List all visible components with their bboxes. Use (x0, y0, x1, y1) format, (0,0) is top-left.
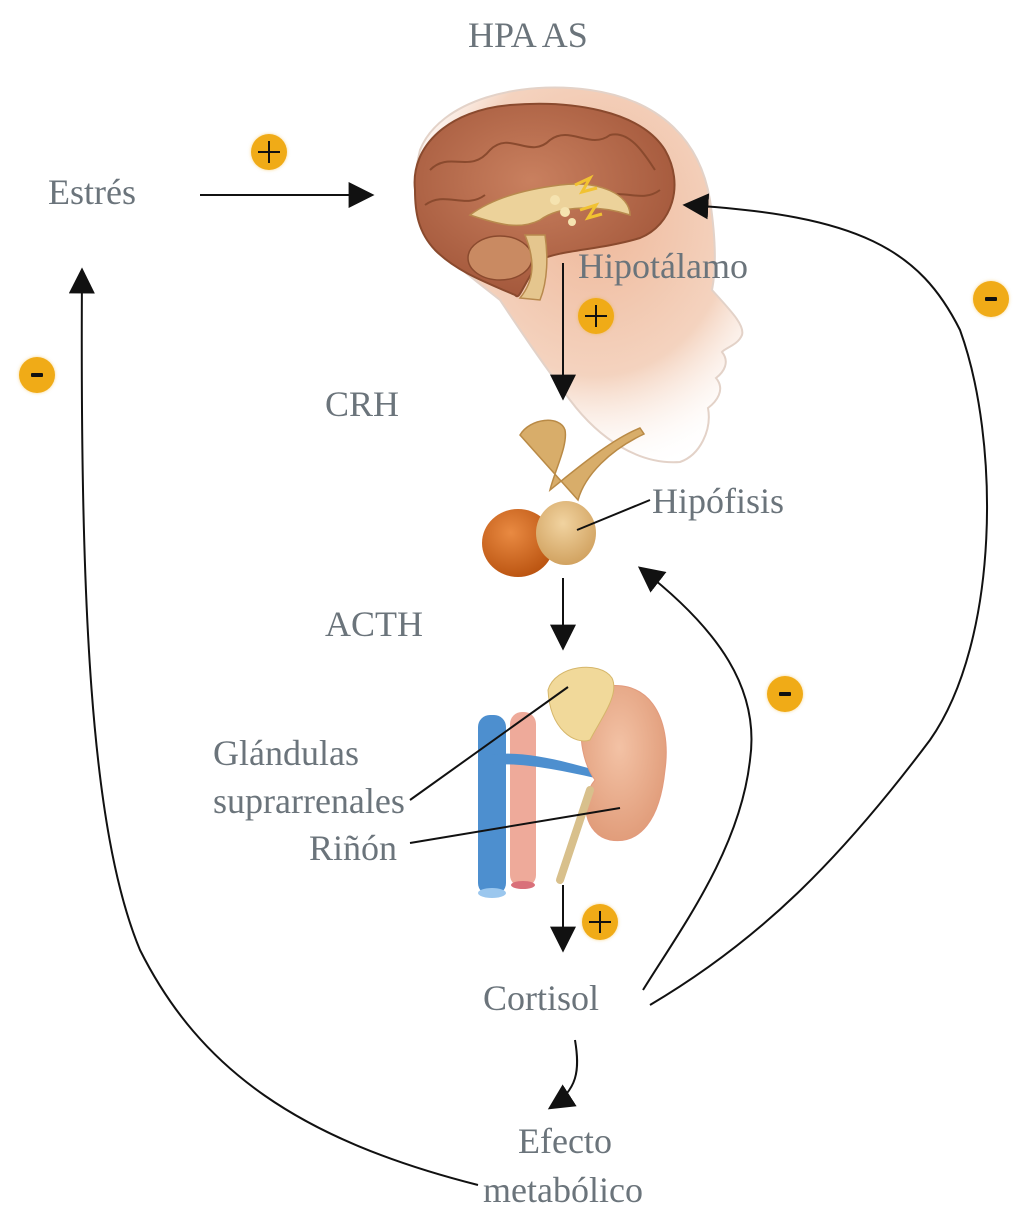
kidney-illustration (478, 666, 667, 898)
pituitary-label: Hipófisis (652, 481, 785, 521)
crh-label: CRH (325, 384, 400, 424)
plus-badge-hypothalamus (578, 298, 614, 334)
cortisol-label: Cortisol (483, 978, 600, 1018)
brain-illustration (413, 102, 676, 301)
plus-badge-cortisol (582, 904, 618, 940)
diagram-title: HPA AS (468, 15, 588, 55)
cortisol-to-effect-arrow (547, 1039, 579, 1110)
pituitary-illustration (482, 419, 646, 577)
minus-badge-effect (19, 357, 55, 393)
acth-label: ACTH (325, 604, 423, 644)
cortisol-to-brain-feedback-arrow (649, 193, 989, 1006)
minus-badge-brain (973, 281, 1009, 317)
plus-icon (589, 911, 611, 933)
pituitary-pointer-line (576, 499, 651, 531)
stress-label: Estrés (48, 172, 136, 212)
adrenal-label-line2: suprarrenales (213, 781, 405, 821)
plus-icon (585, 305, 607, 327)
minus-icon (31, 373, 43, 377)
adrenal-label-line1: Glándulas (213, 733, 359, 773)
adrenal-pointer-line (409, 686, 569, 801)
plus-badge-stress (251, 134, 287, 170)
effect-label-line2: metabólico (483, 1170, 643, 1210)
effect-to-stress-feedback-arrow (68, 267, 479, 1186)
cortisol-to-pituitary-feedback-arrow (637, 566, 753, 991)
minus-icon (779, 692, 791, 696)
minus-icon (985, 297, 997, 301)
kidney-label: Riñón (309, 828, 398, 868)
kidney-pointer-line (409, 807, 621, 844)
plus-icon (258, 141, 280, 163)
minus-badge-pituitary (767, 676, 803, 712)
hypothalamus-label: Hipotálamo (578, 246, 748, 286)
effect-label-line1: Efecto (518, 1121, 612, 1161)
